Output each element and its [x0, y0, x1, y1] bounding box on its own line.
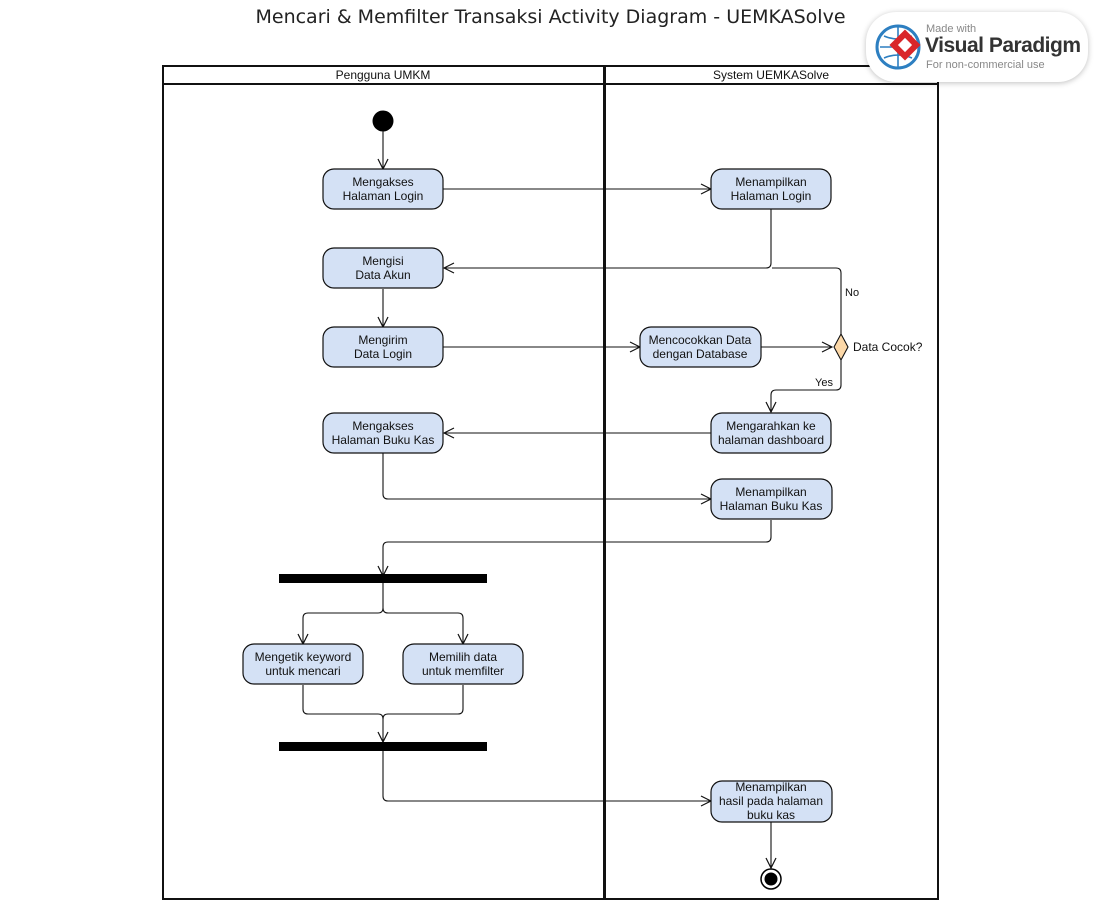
svg-text:Mengarahkan ke: Mengarahkan ke — [726, 419, 816, 433]
diagram-title: Mencari & Memfilter Transaksi Activity D… — [255, 6, 846, 28]
flow-join-to-tampil-hasil — [382, 749, 711, 801]
svg-text:Menampilkan: Menampilkan — [735, 175, 806, 189]
flow-tampil-login-to-isi-akun — [444, 209, 772, 268]
action-menampilkan-hasil: Menampilkan hasil pada halaman buku kas — [710, 780, 833, 823]
svg-text:Halaman Buku Kas: Halaman Buku Kas — [332, 433, 435, 447]
svg-text:halaman dashboard: halaman dashboard — [718, 433, 824, 447]
badge-brand: Visual Paradigm — [925, 34, 1081, 57]
control-flows — [302, 131, 842, 869]
action-mengakses-halaman-login: Mengakses Halaman Login — [322, 168, 444, 210]
svg-text:buku kas: buku kas — [747, 808, 795, 822]
svg-text:dengan Database: dengan Database — [653, 347, 748, 361]
action-mengetik-keyword: Mengetik keyword untuk mencari — [242, 643, 364, 685]
lane-header-system: System UEMKASolve — [713, 68, 829, 82]
badge-made-with: Made with — [926, 23, 977, 35]
visual-paradigm-watermark: Made with Visual Paradigm For non-commer… — [866, 12, 1088, 82]
svg-text:Halaman Buku Kas: Halaman Buku Kas — [720, 499, 823, 513]
action-mengarahkan-dashboard: Mengarahkan ke halaman dashboard — [710, 412, 832, 454]
svg-text:Mengakses: Mengakses — [352, 419, 413, 433]
final-node — [760, 868, 782, 890]
svg-text:Menampilkan: Menampilkan — [735, 485, 806, 499]
flow-keyword-to-join — [302, 685, 383, 742]
flow-akses-bukukas-to-tampil-bukukas — [382, 453, 711, 499]
initial-node — [372, 110, 394, 132]
action-menampilkan-halaman-login: Menampilkan Halaman Login — [710, 168, 832, 210]
flow-decision-yes — [771, 360, 842, 412]
svg-text:Mengetik keyword: Mengetik keyword — [255, 650, 352, 664]
svg-text:Halaman Login: Halaman Login — [343, 189, 424, 203]
swimlane-frame — [162, 65, 939, 900]
svg-text:Memilih data: Memilih data — [429, 650, 497, 664]
decision-label: Data Cocok? — [853, 340, 923, 354]
svg-text:Data Login: Data Login — [354, 347, 412, 361]
action-mencocokkan-data: Mencocokkan Data dengan Database — [639, 326, 762, 368]
flow-tampil-bukukas-to-fork — [383, 520, 772, 576]
svg-text:Halaman Login: Halaman Login — [731, 189, 812, 203]
fork-bar — [279, 574, 487, 583]
action-mengisi-data-akun: Mengisi Data Akun — [322, 247, 444, 289]
svg-text:Mengakses: Mengakses — [352, 175, 413, 189]
decision-node — [833, 332, 849, 362]
svg-text:hasil pada halaman: hasil pada halaman — [719, 794, 823, 808]
guard-no-label: No — [845, 287, 859, 299]
svg-text:untuk mencari: untuk mencari — [265, 664, 340, 678]
action-mengirim-data-login: Mengirim Data Login — [322, 326, 444, 368]
guard-yes-label: Yes — [815, 377, 833, 389]
visual-paradigm-logo-icon — [875, 24, 921, 70]
svg-text:Menampilkan: Menampilkan — [735, 780, 806, 794]
svg-text:Mengirim: Mengirim — [358, 333, 407, 347]
svg-text:Mengisi: Mengisi — [362, 254, 403, 268]
action-mengakses-halaman-buku-kas: Mengakses Halaman Buku Kas — [322, 412, 444, 454]
svg-text:Mencocokkan Data: Mencocokkan Data — [649, 333, 752, 347]
flow-fork-to-filter — [382, 607, 463, 644]
flow-filter-to-join — [382, 685, 464, 720]
action-menampilkan-halaman-buku-kas: Menampilkan Halaman Buku Kas — [710, 478, 833, 520]
svg-text:Data Akun: Data Akun — [355, 268, 410, 282]
svg-text:untuk memfilter: untuk memfilter — [422, 664, 504, 678]
action-memilih-data-filter: Memilih data untuk memfilter — [402, 643, 524, 685]
lane-header-pengguna: Pengguna UMKM — [336, 68, 431, 82]
flow-fork-to-keyword — [303, 582, 384, 644]
badge-note: For non-commercial use — [926, 59, 1045, 71]
join-bar — [279, 742, 487, 751]
flow-decision-no — [772, 267, 842, 334]
